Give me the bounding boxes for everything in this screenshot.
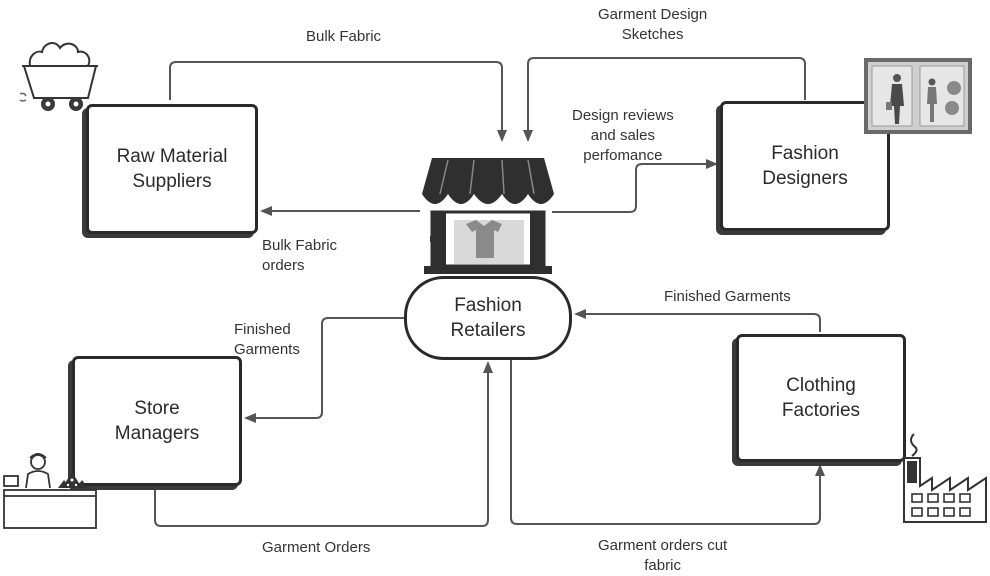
edge-garment-orders-cut-fabric: [510, 358, 825, 525]
fashion-designers-box: Fashion Designers: [720, 101, 890, 231]
fashion-designers-label: Fashion Designers: [762, 143, 848, 189]
edge-label-bulk-fabric-orders: Bulk Fabric orders: [262, 237, 338, 274]
edge-label-garment-orders-cut-fabric: Garment orders cut fabric: [598, 537, 728, 574]
shopkeeper-icon: [3, 453, 97, 529]
edge-garment-orders: [154, 361, 493, 527]
designer-photo-icon: [864, 58, 972, 134]
clothing-factories-box: Clothing Factories: [736, 334, 906, 462]
edge-bulk-fabric: [169, 61, 507, 142]
store-managers-label: Store Managers: [114, 398, 200, 444]
clothing-factories-label: Clothing Factories: [781, 375, 861, 421]
store-managers-box: Store Managers: [72, 356, 242, 486]
edge-label-garment-orders: Garment Orders: [262, 539, 371, 556]
fashion-retailers-label: Fashion Retailers: [450, 295, 526, 341]
edge-label-bulk-fabric: Bulk Fabric: [306, 28, 382, 45]
raw-material-suppliers-box: Raw Material Suppliers: [86, 104, 258, 234]
mine-cart-icon: [19, 42, 98, 111]
edge-label-garment-design-sketches: Garment Design Sketches: [598, 6, 708, 43]
edge-garment-design-sketches: [523, 57, 806, 142]
store-icon: [422, 158, 554, 274]
edge-finished-garments-right: [574, 309, 821, 332]
raw-material-suppliers-label: Raw Material Suppliers: [116, 146, 228, 192]
edge-finished-garments-left: [244, 317, 406, 423]
edge-design-reviews: [552, 159, 718, 213]
factory-icon: [903, 433, 987, 523]
fashion-retailers-node: Fashion Retailers: [404, 276, 572, 360]
edge-label-finished-garments-left: Finished Garments: [234, 321, 300, 358]
edge-label-design-reviews: Design reviews and sales perfomance: [572, 107, 674, 164]
edge-label-finished-garments-right: Finished Garments: [664, 288, 791, 305]
